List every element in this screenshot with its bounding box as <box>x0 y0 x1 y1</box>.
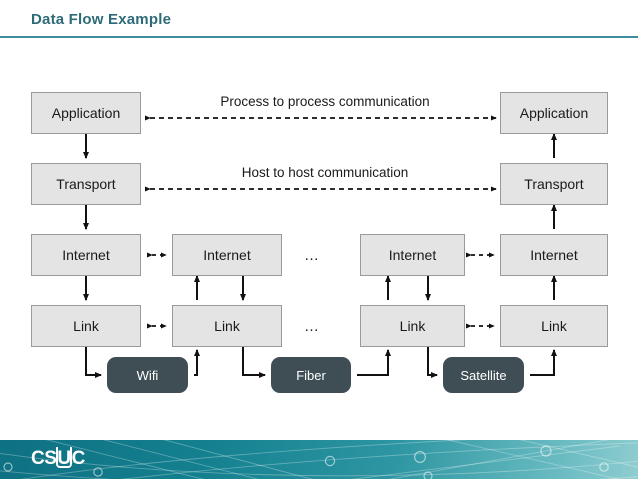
slide-footer: CSUC <box>0 440 638 479</box>
annotation-process-to-process: Process to process communication <box>220 94 430 109</box>
box-host-left-link[interactable]: Link <box>31 305 141 347</box>
ellipsis-internet-row: … <box>304 246 320 264</box>
box-router-1-link[interactable]: Link <box>172 305 282 347</box>
box-router-1-internet[interactable]: Internet <box>172 234 282 276</box>
csuc-logo-c: C <box>71 448 86 469</box>
media-box-wifi[interactable]: Wifi <box>107 357 188 393</box>
box-host-right-application[interactable]: Application <box>500 92 608 134</box>
box-host-left-application[interactable]: Application <box>31 92 141 134</box>
csuc-logo-cs: CS <box>31 448 57 469</box>
csuc-logo-u: U <box>56 447 72 469</box>
box-host-right-transport[interactable]: Transport <box>500 163 608 205</box>
page-title: Data Flow Example <box>31 11 172 28</box>
box-router-2-link[interactable]: Link <box>360 305 465 347</box>
footer-network-graphic <box>0 440 638 479</box>
media-box-fiber[interactable]: Fiber <box>271 357 351 393</box>
box-host-right-internet[interactable]: Internet <box>500 234 608 276</box>
box-host-left-internet[interactable]: Internet <box>31 234 141 276</box>
media-box-satellite[interactable]: Satellite <box>443 357 524 393</box>
annotation-host-to-host: Host to host communication <box>241 165 409 180</box>
box-host-right-link[interactable]: Link <box>500 305 608 347</box>
ellipsis-link-row: … <box>304 317 320 335</box>
diagram-connectors <box>83 115 557 378</box>
box-host-left-transport[interactable]: Transport <box>31 163 141 205</box>
data-flow-diagram: Process to process communication Host to… <box>0 38 638 438</box>
csuc-logo: CSUC <box>31 447 86 469</box>
title-divider <box>0 36 638 38</box>
box-router-2-internet[interactable]: Internet <box>360 234 465 276</box>
